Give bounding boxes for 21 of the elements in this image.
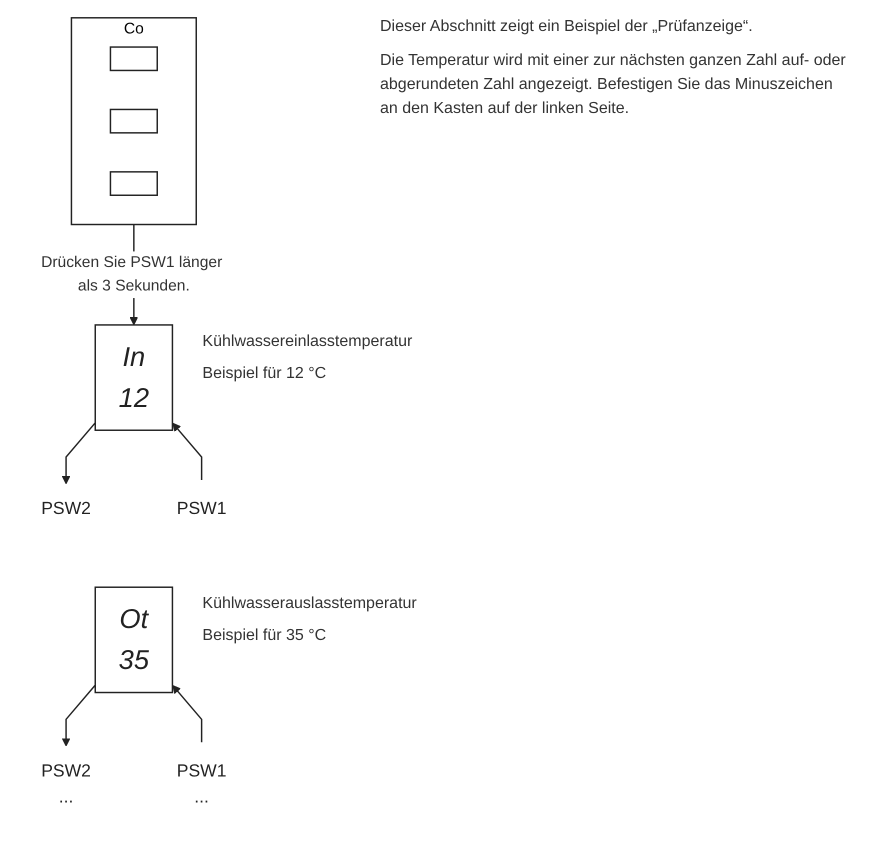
- node-caption: Beispiel für 12 °C: [202, 364, 326, 383]
- arrow: [172, 685, 202, 742]
- node-box: [110, 171, 158, 196]
- node-caption: Kühlwasserauslasstemperatur: [202, 595, 417, 614]
- arrow: [62, 684, 96, 747]
- node-box: Ot 35: [94, 586, 174, 694]
- node-text: PSW2 ...: [41, 760, 91, 807]
- node-text: PSW1: [176, 498, 226, 518]
- node-text: PSW2: [41, 498, 91, 518]
- arrow: [62, 422, 96, 484]
- edge-label: Drücken Sie PSW1 länger als 3 Sekunden.: [41, 254, 222, 294]
- note-text: Dieser Abschnitt zeigt ein Beispiel der „Prüfanzeige“.: [380, 17, 754, 37]
- node-caption: Kühlwassereinlasstemperatur: [202, 332, 412, 351]
- node-text: PSW1 ...: [176, 760, 226, 807]
- node-box: [110, 46, 158, 72]
- node-caption: Beispiel für 35 °C: [202, 627, 326, 646]
- node-box: [110, 108, 158, 134]
- note-text: Die Temperatur wird mit einer zur nächsten ganzen Zahl auf- oder abgerundeten Zahl angezeigt. Befestigen Sie das Minuszeichen an den Kasten auf der linken Seite.: [380, 51, 847, 119]
- node-box: In 12: [94, 324, 174, 431]
- cluster: Co: [70, 17, 197, 226]
- arrow: [172, 422, 202, 480]
